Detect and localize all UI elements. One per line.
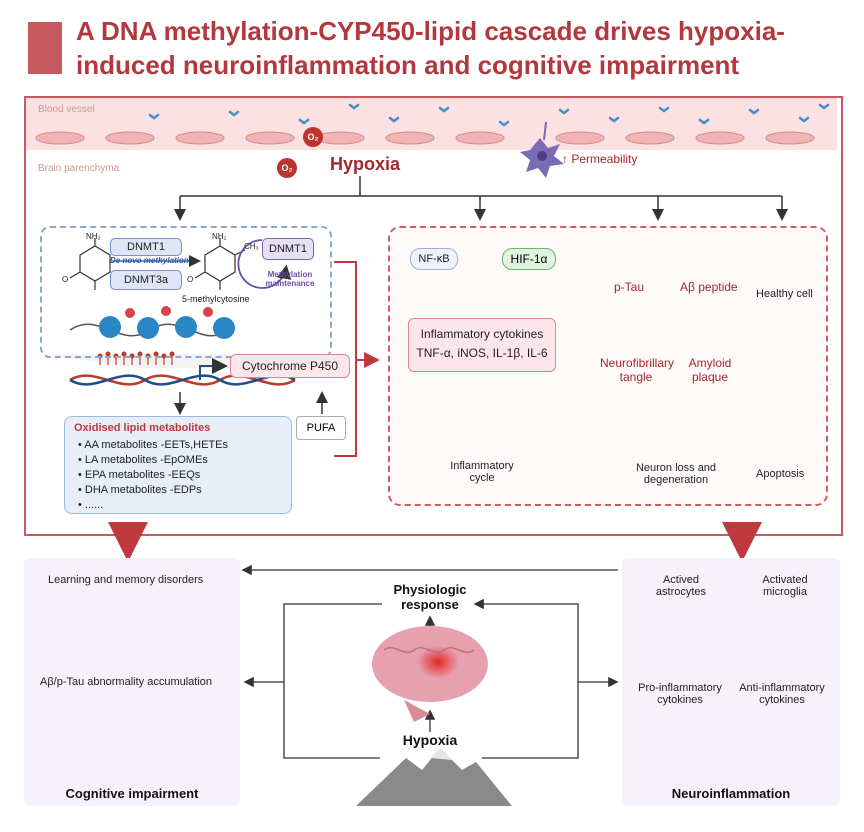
- metabolites-box: [64, 416, 292, 514]
- dnmt3a-pill: DNMT3a: [110, 270, 182, 290]
- brain-parenchyma-label: Brain parenchyma: [38, 163, 120, 174]
- o2-badge-vessel: O₂: [303, 127, 323, 147]
- maintenance-label: Methylation maintenance: [265, 270, 315, 288]
- list-item: • EPA metabolites -EEQs: [78, 469, 201, 481]
- ch3-label: CH₃: [244, 242, 259, 251]
- brain-icon: [372, 626, 488, 722]
- list-item: • LA metabolites -EpOMEs: [78, 454, 208, 466]
- oxygen-left-label: O: [62, 275, 69, 284]
- physiologic-response-label: Physiologic response: [393, 582, 467, 612]
- methylcytosine-structure: [194, 238, 246, 290]
- methylation-box: [40, 226, 332, 358]
- list-item: • AA metabolites -EETs,HETEs: [78, 439, 228, 451]
- maintenance-loop: [237, 239, 292, 289]
- cognitive-panel: [24, 558, 240, 806]
- nh2-right-label: NH₂: [212, 232, 227, 241]
- microglia-cell-top: [520, 121, 564, 178]
- cytokines-box: Inflammatory cytokines TNF-α, iNOS, IL-1…: [408, 318, 556, 372]
- ptau-label: p-Tau: [614, 280, 645, 294]
- apoptosis-label: Apoptosis: [756, 468, 805, 480]
- mountain-icon: [356, 748, 512, 806]
- o2-badge-parenchyma: O₂: [277, 158, 297, 178]
- page-title: A DNA methylation-CYP450-lipid cascade d…: [76, 16, 785, 80]
- cognitive-impairment-label: Cognitive impairment: [65, 786, 199, 801]
- list-item: • ......: [78, 499, 104, 511]
- dna-helix: [69, 351, 296, 386]
- nucleosomes: [69, 306, 235, 339]
- cytokines-title: Inflammatory cytokines: [420, 327, 544, 341]
- anti-inflammatory-label: Anti-inflammatory cytokines: [739, 682, 825, 706]
- microglia-label: Activated microglia: [762, 574, 808, 598]
- neuroinflammation-label: Neuroinflammation: [671, 786, 791, 801]
- title-accent-bar: [28, 22, 62, 74]
- abeta-label: Aβ peptide: [680, 280, 738, 294]
- metabolites-list: • AA metabolites -EETs,HETEs • LA metabo…: [78, 438, 228, 513]
- de-novo-label: De novo methylation: [110, 256, 189, 265]
- metabolites-title: Oxidised lipid metabolites: [74, 422, 211, 434]
- dnmt1-pill: DNMT1: [110, 238, 182, 256]
- learning-label: Learning and memory disorders: [48, 574, 204, 586]
- dnmt1-right-pill: DNMT1: [262, 238, 314, 260]
- nh2-left-label: NH₂: [86, 232, 101, 241]
- tangle-label: Neurofibrillary tangle: [600, 356, 675, 384]
- blood-vessel-label: Blood vessel: [38, 104, 95, 115]
- pro-inflammatory-label: Pro-inflammatory cytokines: [638, 682, 722, 706]
- list-item: • DHA metabolites -EDPs: [78, 484, 202, 496]
- hypoxia-bottom-label: Hypoxia: [402, 732, 458, 748]
- methylcytosine-label: 5-methylcytosine: [182, 294, 250, 304]
- cytokines-list: TNF-α, iNOS, IL-1β, IL-6: [416, 346, 548, 360]
- plaque-label: Amyloid plaque: [688, 356, 732, 384]
- permeability-label: ↑ Permeability: [562, 152, 638, 166]
- nfkb-pill: NF-κB: [410, 248, 458, 270]
- abeta-ptau-label: Aβ/p-Tau abnormality accumulation: [40, 676, 213, 688]
- neuroinflammation-panel: [622, 558, 840, 806]
- oxygen-right-label: O: [187, 275, 194, 284]
- hypoxia-title: Hypoxia: [330, 154, 401, 174]
- hif-pill: HIF-1α: [502, 248, 556, 270]
- healthy-cell-label: Healthy cell: [756, 288, 813, 300]
- pufa-box: PUFA: [296, 416, 346, 440]
- cytochrome-p450-box: Cytochrome P450: [230, 354, 350, 378]
- neuron-loss-label: Neuron loss and degeneration: [635, 462, 717, 486]
- astrocytes-label: Actived astrocytes: [655, 574, 707, 598]
- endothelial-cells: [35, 131, 815, 145]
- vessel-molecules: [148, 103, 830, 127]
- inflammatory-cycle-label: Inflammatory cycle: [450, 460, 514, 484]
